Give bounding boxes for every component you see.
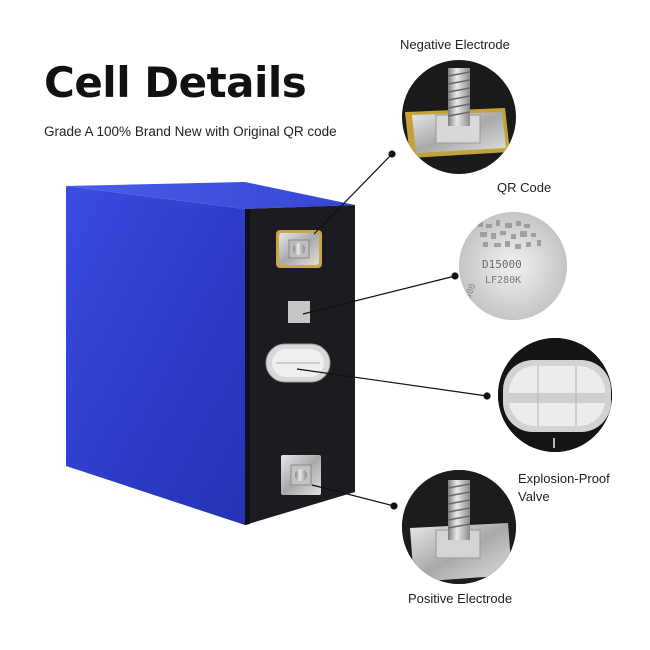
callout-lines <box>296 150 491 510</box>
qr-patch <box>288 301 310 323</box>
qr-code-zoom: D15000 LF280K 300 <box>459 212 567 320</box>
positive-terminal <box>281 455 321 495</box>
valve-label-line1: Explosion-Proof <box>518 471 610 486</box>
cell-front-face <box>66 186 245 525</box>
positive-electrode-zoom <box>402 470 516 584</box>
qr-text-line2: LF280K <box>485 275 521 286</box>
page-title: Cell Details <box>44 58 307 107</box>
qr-code-label: QR Code <box>497 180 552 195</box>
battery-cell <box>66 182 355 525</box>
negative-electrode-zoom <box>402 60 516 174</box>
valve <box>265 343 331 383</box>
qr-text-line1: D15000 <box>482 258 522 271</box>
page-subtitle: Grade A 100% Brand New with Original QR … <box>44 124 337 139</box>
cell-top-face <box>66 182 355 209</box>
positive-electrode-label: Positive Electrode <box>408 591 513 606</box>
valve-zoom <box>498 338 612 452</box>
negative-electrode-label: Negative Electrode <box>400 37 510 52</box>
negative-terminal <box>276 230 322 268</box>
valve-label-line2: Valve <box>518 489 550 504</box>
